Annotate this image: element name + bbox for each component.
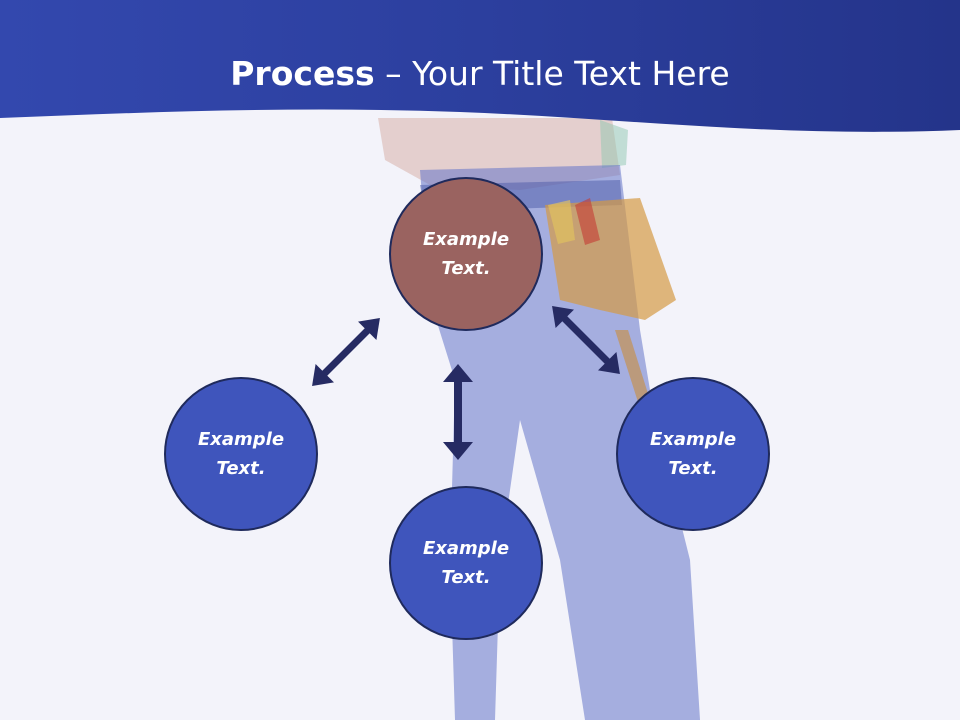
node-bottom-label: Example Text. bbox=[422, 538, 510, 588]
header-band bbox=[0, 0, 960, 132]
slide-title: Process – Your Title Text Here bbox=[0, 52, 960, 96]
arrow-vertical bbox=[443, 364, 473, 460]
arrow-top-right bbox=[552, 306, 620, 374]
title-rest: – Your Title Text Here bbox=[374, 54, 730, 93]
process-node-left: Example Text. bbox=[164, 377, 318, 531]
title-strong: Process bbox=[230, 54, 375, 93]
process-node-bottom: Example Text. bbox=[389, 486, 543, 640]
node-top-label: Example Text. bbox=[422, 229, 510, 279]
process-node-top: Example Text. bbox=[389, 177, 543, 331]
node-right-label: Example Text. bbox=[649, 429, 737, 479]
arrow-top-left bbox=[312, 318, 380, 386]
node-left-label: Example Text. bbox=[197, 429, 285, 479]
process-node-right: Example Text. bbox=[616, 377, 770, 531]
